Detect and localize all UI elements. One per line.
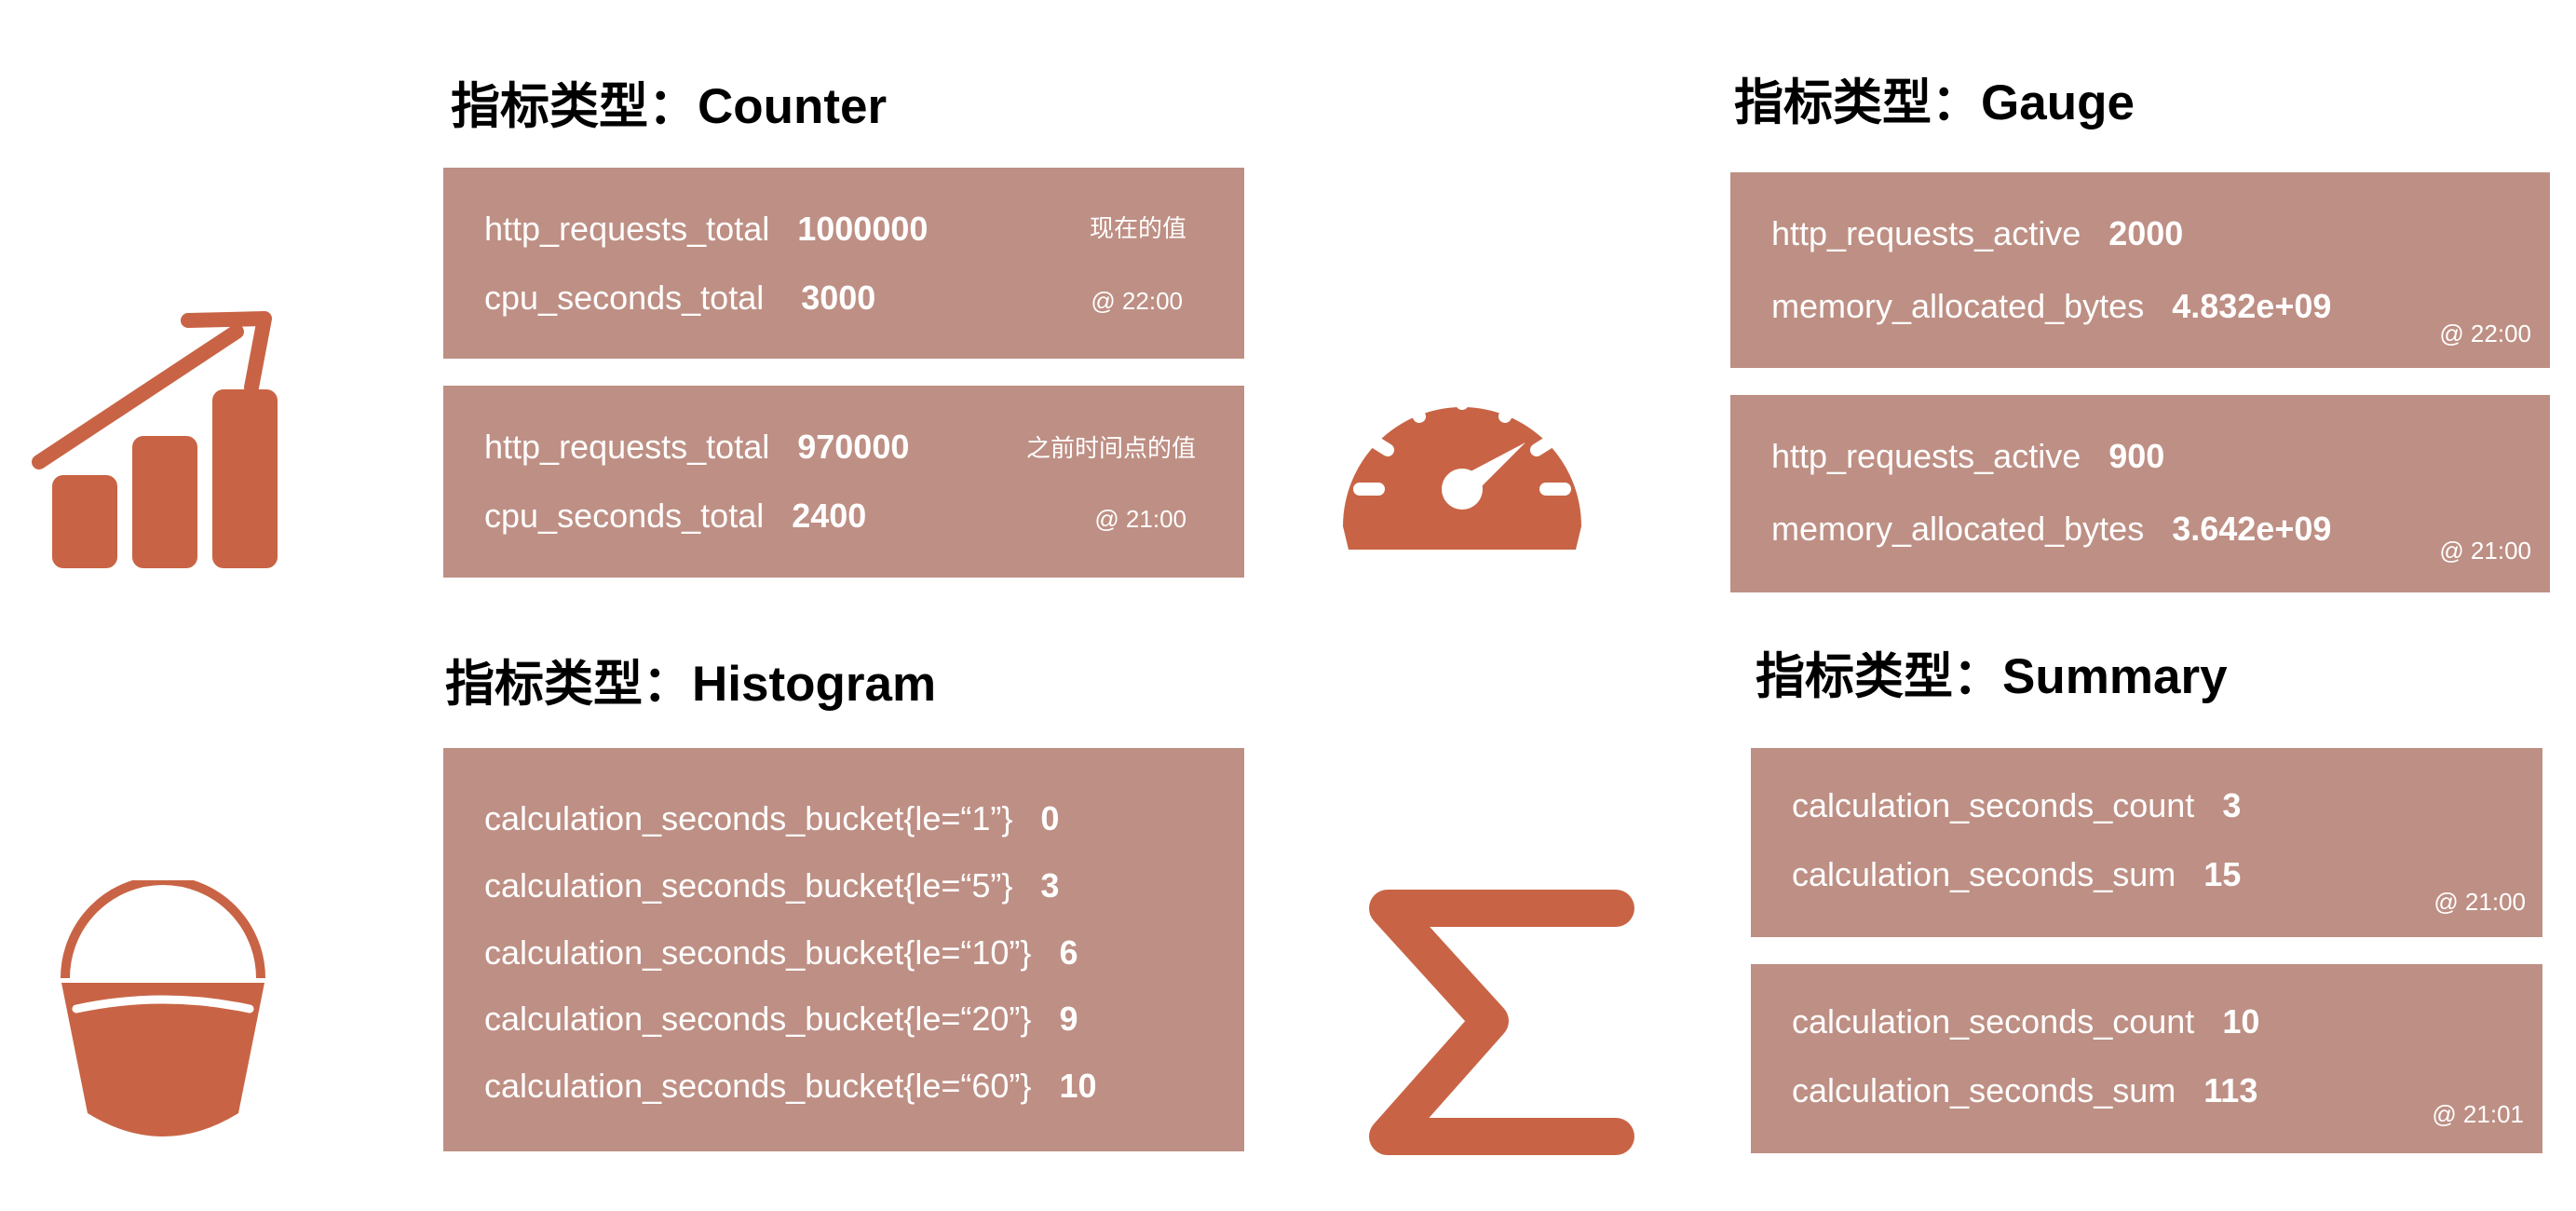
card-timestamp: @ 22:00 bbox=[2439, 320, 2531, 347]
bucket-row: calculation_seconds_bucket{le=“1”} 0 bbox=[484, 802, 1059, 836]
metric-row: calculation_seconds_count 3 bbox=[1792, 789, 2241, 823]
bucket-row: calculation_seconds_bucket{le=“60”} 10 bbox=[484, 1069, 1096, 1103]
counter-title: 指标类型：Counter bbox=[451, 79, 888, 134]
histogram-title: 指标类型：Histogram bbox=[445, 657, 937, 712]
metric-name: http_requests_total bbox=[484, 428, 770, 466]
metric-name: calculation_seconds_sum bbox=[1792, 1071, 2176, 1109]
metric-value: 1000000 bbox=[797, 210, 929, 248]
speedometer-icon bbox=[1343, 380, 1581, 550]
metric-value: 9 bbox=[1059, 1000, 1078, 1038]
metric-name: cpu_seconds_total bbox=[484, 279, 765, 317]
card-note: 之前时间点的值 bbox=[1025, 434, 1196, 462]
metric-row: memory_allocated_bytes 3.642e+09 bbox=[1771, 512, 2331, 546]
metric-name: http_requests_total bbox=[484, 210, 770, 248]
metric-name: memory_allocated_bytes bbox=[1771, 510, 2145, 548]
metric-value: 15 bbox=[2203, 855, 2242, 893]
metric-row: calculation_seconds_sum 113 bbox=[1792, 1074, 2257, 1108]
metric-value: 3.642e+09 bbox=[2172, 510, 2332, 548]
bucket-icon bbox=[61, 880, 265, 1136]
metric-name: calculation_seconds_count bbox=[1792, 786, 2195, 824]
metric-name: cpu_seconds_total bbox=[484, 497, 765, 535]
card-timestamp: @ 21:00 bbox=[2439, 537, 2531, 565]
metric-name: calculation_seconds_bucket{le=“10”} bbox=[484, 933, 1032, 972]
metric-value: 6 bbox=[1059, 933, 1078, 972]
card-timestamp: @ 21:00 bbox=[1094, 505, 1186, 533]
gauge-title: 指标类型：Gauge bbox=[1734, 75, 2135, 130]
metric-name: calculation_seconds_bucket{le=“5”} bbox=[484, 866, 1013, 905]
histogram-card: calculation_seconds_bucket{le=“1”} 0 cal… bbox=[443, 748, 1244, 1151]
summary-card-2100: calculation_seconds_count 3 calculation_… bbox=[1751, 748, 2542, 937]
metric-value: 113 bbox=[2203, 1071, 2258, 1109]
metric-row: cpu_seconds_total 3000 bbox=[484, 281, 875, 315]
bucket-row: calculation_seconds_bucket{le=“5”} 3 bbox=[484, 869, 1059, 903]
gauge-card-2200: http_requests_active 2000 memory_allocat… bbox=[1730, 172, 2550, 368]
metric-value: 10 bbox=[2222, 1002, 2260, 1041]
counter-card-current: http_requests_total 1000000 cpu_seconds_… bbox=[443, 168, 1244, 359]
bar-chart-growth-icon bbox=[32, 311, 278, 568]
bucket-row: calculation_seconds_bucket{le=“10”} 6 bbox=[484, 936, 1078, 970]
metric-name: calculation_seconds_sum bbox=[1792, 855, 2176, 893]
metric-name: http_requests_active bbox=[1771, 437, 2081, 475]
metric-row: http_requests_active 2000 bbox=[1771, 217, 2183, 251]
metric-value: 900 bbox=[2108, 437, 2165, 475]
metric-name: calculation_seconds_count bbox=[1792, 1002, 2195, 1041]
metric-value: 2000 bbox=[2108, 214, 2184, 252]
card-timestamp: @ 21:00 bbox=[2434, 888, 2526, 916]
metric-name: memory_allocated_bytes bbox=[1771, 287, 2145, 325]
metric-name: calculation_seconds_bucket{le=“60”} bbox=[484, 1067, 1032, 1105]
sigma-icon bbox=[1369, 890, 1634, 1155]
summary-card-2101: calculation_seconds_count 10 calculation… bbox=[1751, 964, 2542, 1153]
metric-value: 3 bbox=[2222, 786, 2242, 824]
metric-value: 3 bbox=[1040, 866, 1060, 905]
summary-title: 指标类型：Summary bbox=[1756, 649, 2228, 704]
metric-row: cpu_seconds_total 2400 bbox=[484, 499, 866, 533]
metric-value: 970000 bbox=[797, 428, 910, 466]
gauge-card-2100: http_requests_active 900 memory_allocate… bbox=[1730, 395, 2550, 592]
card-timestamp: @ 22:00 bbox=[1091, 287, 1183, 315]
metric-row: memory_allocated_bytes 4.832e+09 bbox=[1771, 290, 2331, 323]
metric-row: http_requests_active 900 bbox=[1771, 440, 2164, 473]
bucket-row: calculation_seconds_bucket{le=“20”} 9 bbox=[484, 1002, 1078, 1036]
metric-value: 10 bbox=[1059, 1067, 1097, 1105]
metric-value: 0 bbox=[1040, 799, 1060, 837]
metric-name: calculation_seconds_bucket{le=“1”} bbox=[484, 799, 1013, 837]
metric-row: calculation_seconds_sum 15 bbox=[1792, 858, 2241, 891]
metric-value: 3000 bbox=[801, 279, 876, 317]
metric-value: 4.832e+09 bbox=[2172, 287, 2332, 325]
metric-row: calculation_seconds_count 10 bbox=[1792, 1005, 2259, 1039]
metric-row: http_requests_total 1000000 bbox=[484, 212, 928, 246]
metric-row: http_requests_total 970000 bbox=[484, 430, 909, 464]
metric-value: 2400 bbox=[792, 497, 867, 535]
card-timestamp: @ 21:01 bbox=[2432, 1100, 2524, 1128]
metric-name: http_requests_active bbox=[1771, 214, 2081, 252]
counter-card-previous: http_requests_total 970000 cpu_seconds_t… bbox=[443, 386, 1244, 578]
card-note: 现在的值 bbox=[1089, 214, 1186, 242]
metric-name: calculation_seconds_bucket{le=“20”} bbox=[484, 1000, 1032, 1038]
